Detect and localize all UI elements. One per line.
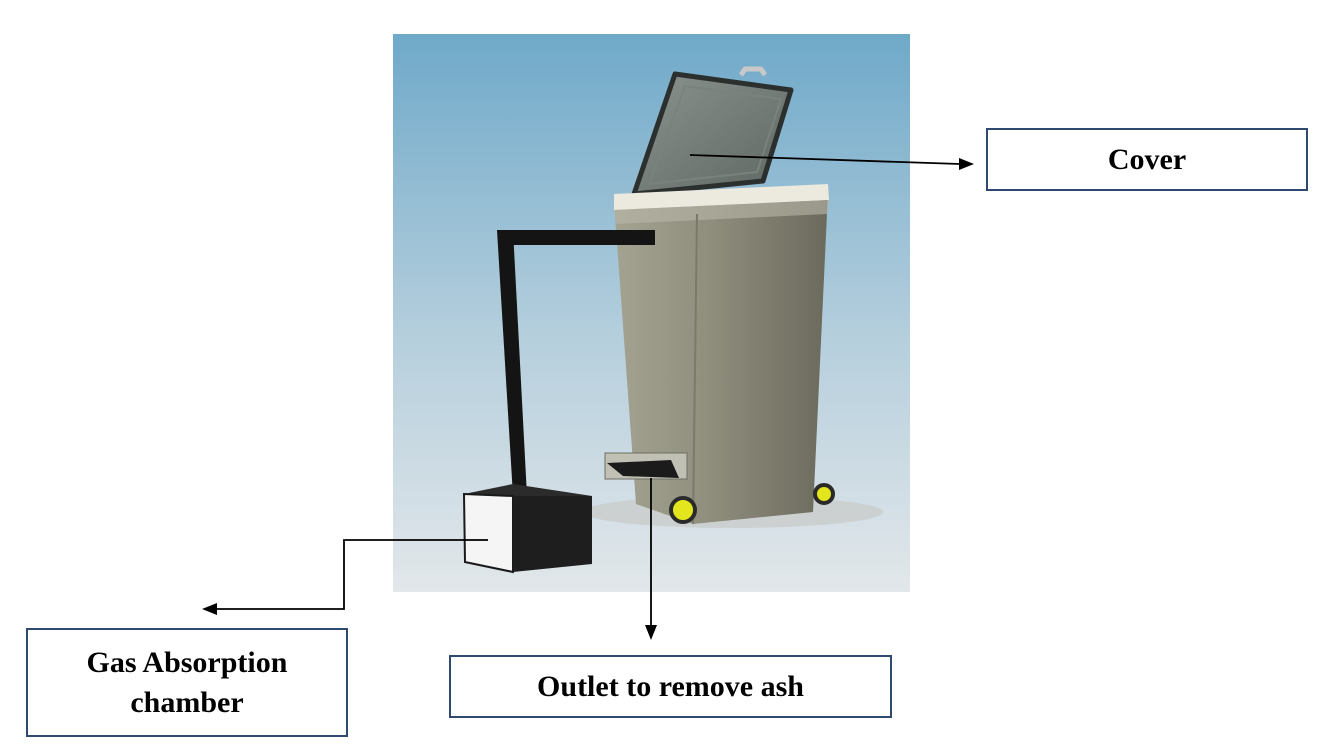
cover-label: Cover (1107, 142, 1187, 176)
gas-chamber-callout: Gas Absorption chamber (26, 628, 348, 737)
exhaust-pipe (497, 230, 655, 496)
gas-chamber-label-line1: Gas Absorption (86, 645, 288, 679)
ash-outlet (604, 452, 688, 480)
incinerator-bin-illustration (393, 34, 910, 592)
cover-callout: Cover (986, 128, 1308, 191)
outlet-callout: Outlet to remove ash (449, 655, 892, 718)
bin-body (614, 184, 829, 525)
front-wheel (669, 496, 697, 524)
gas-absorption-box (462, 484, 592, 574)
outlet-label: Outlet to remove ash (537, 669, 804, 703)
gas-chamber-label-line2: chamber (130, 685, 244, 719)
rear-wheel (813, 483, 835, 505)
